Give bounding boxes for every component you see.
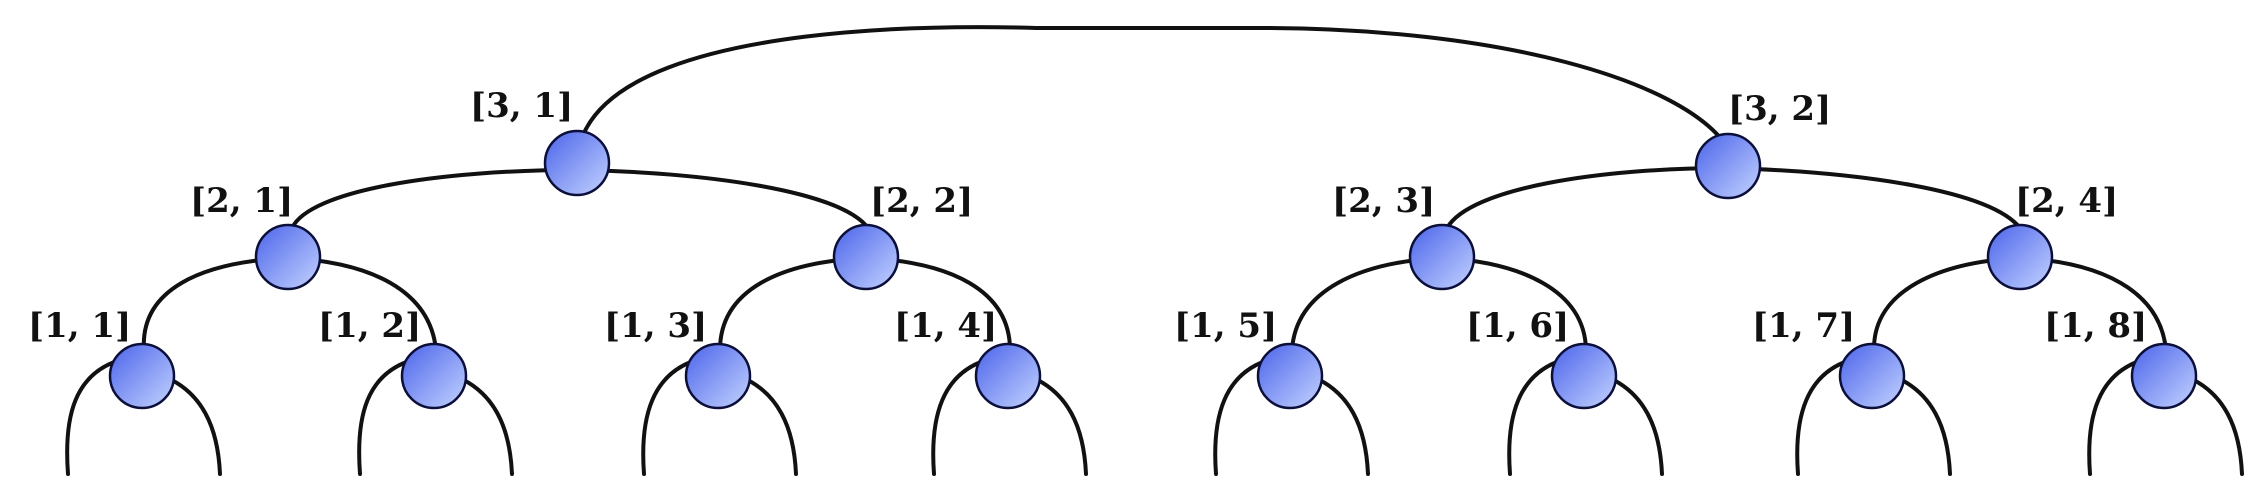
node-label-1-7: [1, 7] [1752, 306, 1855, 346]
node-2-3 [1408, 223, 1476, 291]
node-label-1-8: [1, 8] [2044, 306, 2147, 346]
edges [65, 25, 2244, 476]
node-label-2-1: [2, 1] [190, 181, 293, 221]
node-1-3 [684, 342, 752, 410]
node-1-6 [1550, 342, 1618, 410]
node-label-1-2: [1, 2] [318, 306, 421, 346]
edge-3-1-to-2-2 [575, 168, 870, 230]
edge-3-1-to-2-1 [290, 168, 579, 230]
node-3-1 [543, 129, 611, 197]
nodes [108, 129, 2198, 410]
node-2-4 [1986, 223, 2054, 291]
node-1-8 [2130, 342, 2198, 410]
node-label-1-4: [1, 4] [894, 306, 997, 346]
node-label-1-6: [1, 6] [1466, 306, 1569, 346]
node-1-1 [108, 342, 176, 410]
node-label-3-2: [3, 2] [1728, 89, 1831, 129]
edge-3-1-to-3-2 [582, 25, 1728, 147]
labels: [3, 1] [3, 2] [2, 1] [2, 2] [2, 3] [2, 4… [28, 86, 2147, 346]
node-1-2 [400, 342, 468, 410]
node-1-4 [974, 342, 1042, 410]
node-label-2-4: [2, 4] [2015, 181, 2118, 221]
node-label-2-2: [2, 2] [870, 181, 973, 221]
leaf-arc-1-2 [357, 356, 422, 476]
node-2-1 [254, 223, 322, 291]
node-label-3-1: [3, 1] [470, 86, 573, 126]
edge-3-2-to-2-4 [1726, 166, 2022, 230]
node-label-2-3: [2, 3] [1332, 181, 1435, 221]
edge-3-2-to-2-3 [1445, 166, 1730, 230]
node-1-7 [1838, 342, 1906, 410]
node-label-1-5: [1, 5] [1174, 306, 1277, 346]
node-label-1-1: [1, 1] [28, 306, 131, 346]
node-label-1-3: [1, 3] [604, 306, 707, 346]
leaf-arc-1-1 [65, 356, 130, 476]
node-3-2 [1694, 132, 1762, 200]
node-1-5 [1256, 342, 1324, 410]
node-2-2 [832, 223, 900, 291]
